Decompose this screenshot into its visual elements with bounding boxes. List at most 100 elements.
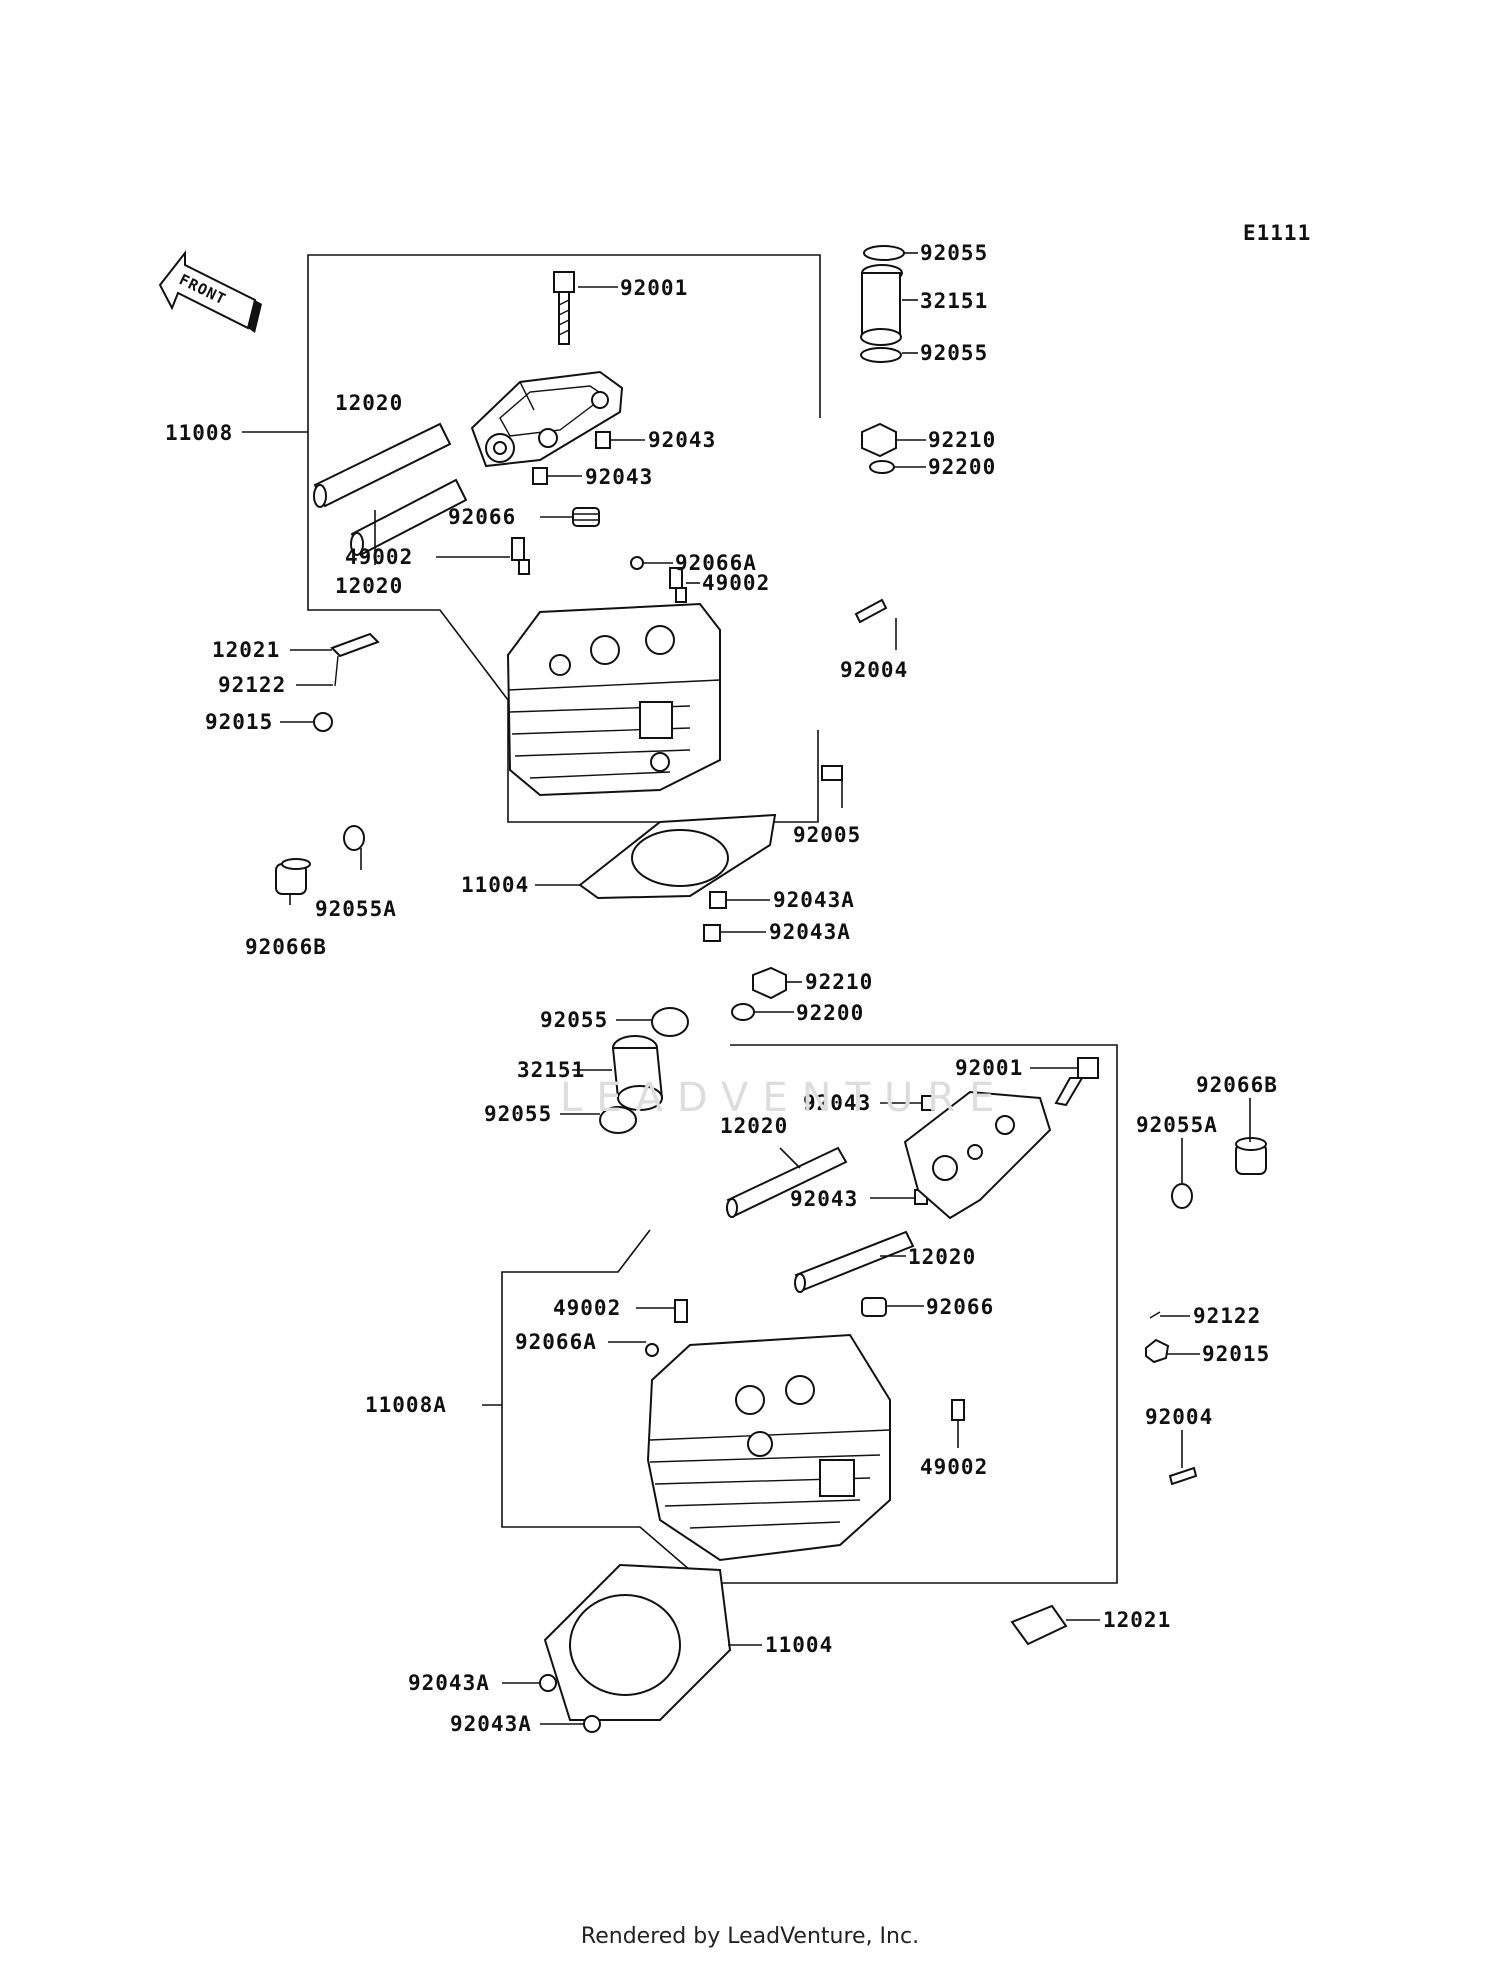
callout-label: 92043 [790, 1187, 858, 1211]
leader-lines [280, 252, 1251, 1725]
callout-label: 11008A [365, 1393, 447, 1417]
callout-label: 92001 [620, 276, 688, 300]
bolt-icon [1054, 1057, 1099, 1107]
callout-label: 92043A [769, 920, 851, 944]
callout-label: 49002 [553, 1296, 621, 1320]
callout-label: 92055 [540, 1008, 608, 1032]
callout-label: 32151 [920, 289, 988, 313]
banjo-bolt-icon [821, 765, 843, 781]
small-plug-icon [630, 556, 644, 570]
callout-label: 49002 [920, 1455, 988, 1479]
fitting-icon [951, 1399, 965, 1421]
dowel-pin-icon [595, 431, 611, 449]
rocker-shaft-icon [726, 1146, 915, 1293]
rocker-shaft-icon [313, 422, 468, 556]
stud-icon [1168, 1466, 1198, 1486]
dowel-pin-icon [703, 924, 721, 942]
callout-label: 92043 [648, 428, 716, 452]
callout-label: 92066B [245, 935, 327, 959]
callout-label: 12021 [1103, 1608, 1171, 1632]
callout-label: 92055 [484, 1102, 552, 1126]
callout-label: 92210 [928, 428, 996, 452]
callout-labels: 92055 32151 92001 92055 11008 12020 9204… [165, 241, 1278, 1736]
callout-label: 92066A [515, 1330, 597, 1354]
callout-label: 12020 [335, 391, 403, 415]
o-ring-icon [860, 347, 902, 363]
o-ring-icon [599, 1106, 637, 1134]
callout-label: 92043A [408, 1671, 490, 1695]
plug-icon [861, 1297, 887, 1317]
cap-icon [275, 858, 311, 895]
callout-label: 92066 [926, 1295, 994, 1319]
callout-label: 12020 [908, 1245, 976, 1269]
callout-label: 92015 [205, 710, 273, 734]
dowel-pin-icon [709, 891, 727, 909]
callout-label: 92066 [448, 505, 516, 529]
plug-icon [572, 507, 600, 527]
callout-label: 92001 [955, 1056, 1023, 1080]
callout-label: 11008 [165, 421, 233, 445]
o-ring-icon [343, 825, 365, 851]
stud-icon [854, 598, 888, 624]
diagram-code: E1111 [1243, 221, 1311, 245]
callout-label: 92055A [1136, 1113, 1218, 1137]
head-gasket-icon [543, 1563, 732, 1721]
pin-icon [334, 655, 339, 687]
sleeve-icon [860, 264, 903, 346]
callout-label: 11004 [461, 873, 529, 897]
callout-label: 92210 [805, 970, 873, 994]
gasket-icon [1010, 1604, 1068, 1646]
front-arrow-icon: FRONT [158, 250, 262, 333]
callout-label: 92055 [920, 241, 988, 265]
callout-label: 92055 [920, 341, 988, 365]
callout-label: 92043 [585, 465, 653, 489]
callout-label: 92066B [1196, 1073, 1278, 1097]
washer-icon [731, 1003, 755, 1021]
o-ring-icon [651, 1007, 689, 1037]
dowel-pin-icon [532, 467, 548, 485]
sleeve-icon [611, 1035, 664, 1111]
callout-label: 92066A [675, 551, 757, 575]
dowel-pin-icon [539, 1674, 557, 1692]
callout-label: 92043A [450, 1712, 532, 1736]
callout-label: 92004 [1145, 1405, 1213, 1429]
washer-icon [869, 460, 895, 474]
rocker-holder-icon [903, 1090, 1052, 1220]
o-ring-icon [1171, 1183, 1193, 1209]
callout-label: 92043 [803, 1091, 871, 1115]
callout-label: 12021 [212, 638, 280, 662]
small-plug-icon [645, 1343, 659, 1357]
callout-label: 92122 [218, 673, 286, 697]
callout-label: 49002 [345, 545, 413, 569]
fitting-icon [511, 537, 687, 603]
fitting-icon [674, 1299, 688, 1323]
rocker-holder-icon [470, 370, 624, 468]
cylinder-head-icon [506, 602, 721, 797]
callout-label: 92122 [1193, 1304, 1261, 1328]
callout-label: 92200 [928, 455, 996, 479]
footer-credit: Rendered by LeadVenture, Inc. [580, 1924, 920, 1949]
dowel-pin-icon [583, 1715, 601, 1733]
nut-icon [752, 966, 787, 1000]
callout-label: 32151 [517, 1058, 585, 1082]
nut-icon [1145, 1338, 1170, 1364]
callout-label: 11004 [765, 1633, 833, 1657]
callout-label: 92055A [315, 897, 397, 921]
callout-label: 92005 [793, 823, 861, 847]
o-ring-icon [863, 245, 905, 261]
lower-bracket-lines [482, 1044, 1118, 1584]
callout-label: 92004 [840, 658, 908, 682]
callout-label: 92043A [773, 888, 855, 912]
watermark: LEADVENTURE [560, 1075, 1009, 1121]
nut-icon [861, 422, 897, 458]
callout-label: 92015 [1202, 1342, 1270, 1366]
callout-label: 12020 [335, 574, 403, 598]
callout-label: 92200 [796, 1001, 864, 1025]
callout-label: 12020 [720, 1114, 788, 1138]
gasket-icon [330, 632, 380, 658]
callout-label: 49002 [702, 571, 770, 595]
head-gasket-icon [578, 813, 777, 900]
pin-icon [1149, 1311, 1161, 1319]
